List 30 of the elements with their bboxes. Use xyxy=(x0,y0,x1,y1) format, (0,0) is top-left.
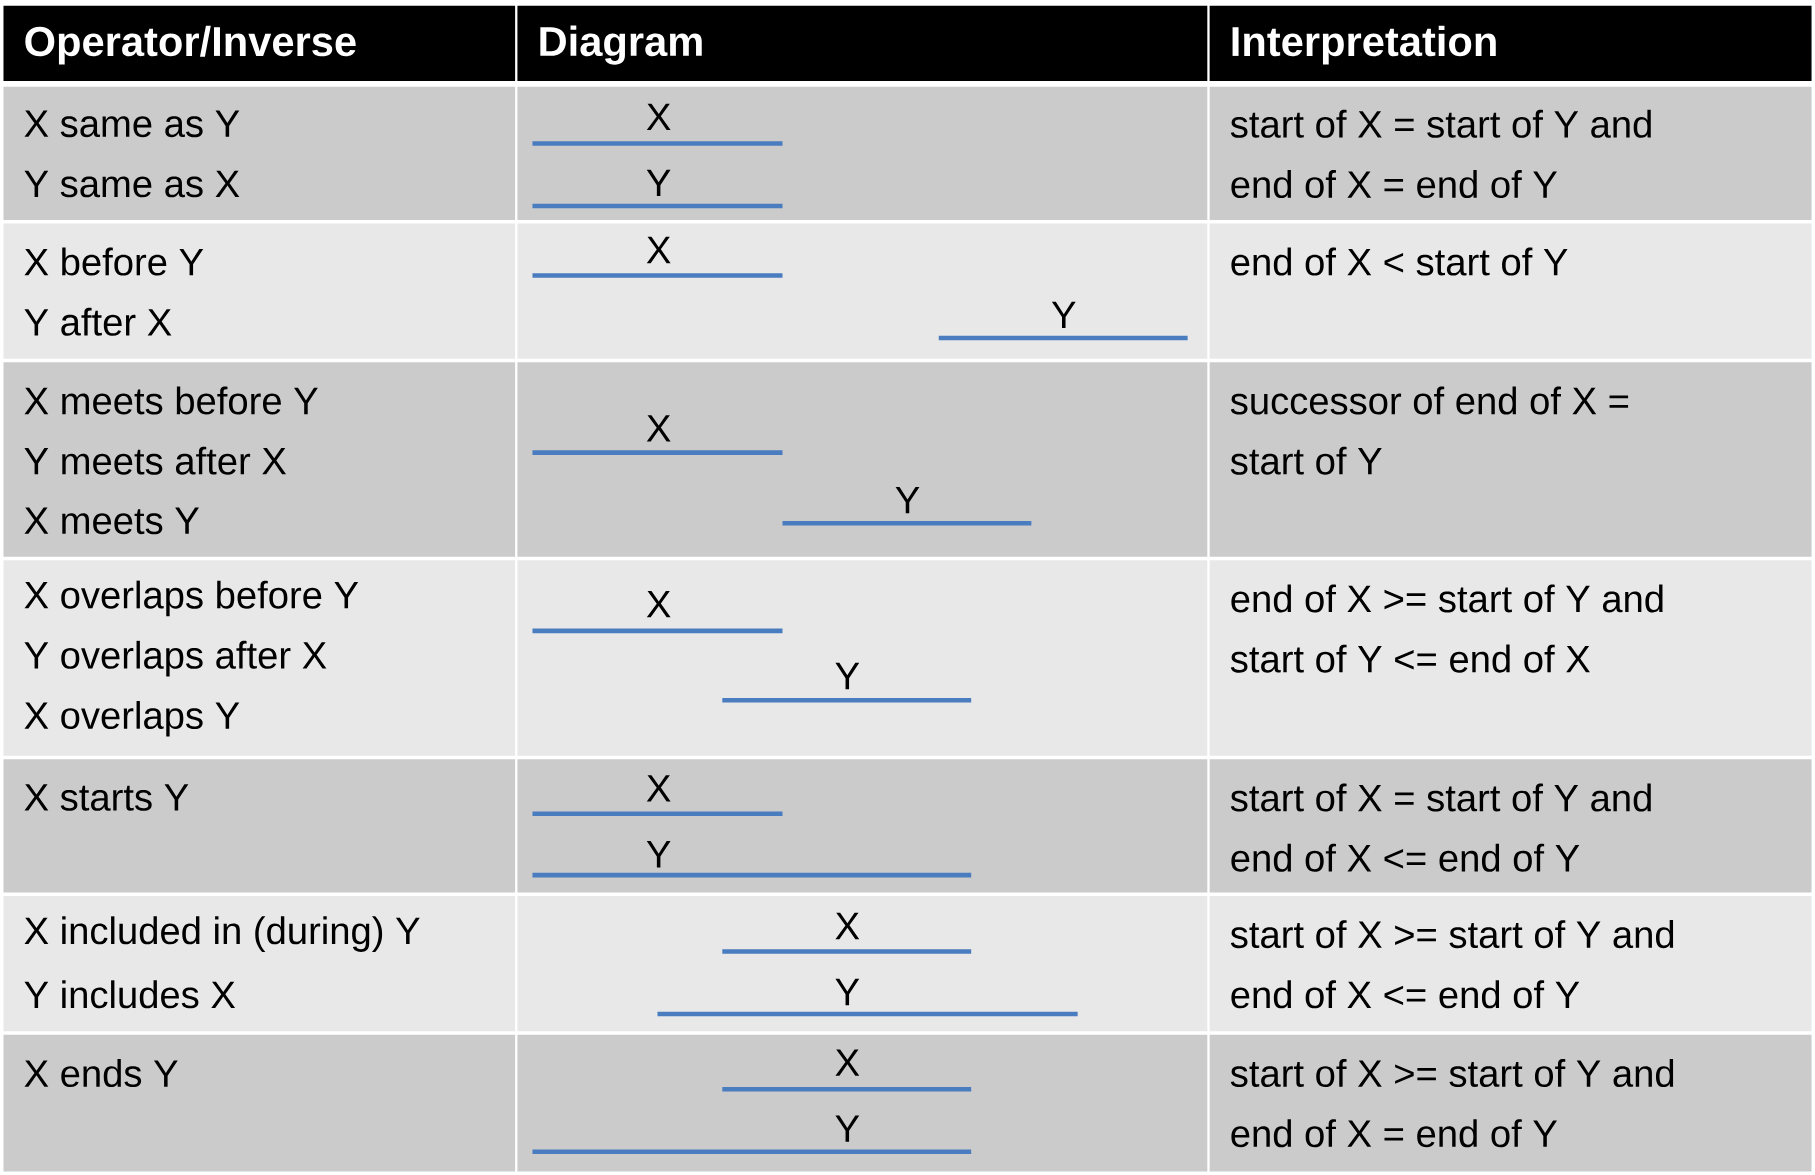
table-cell: X Y xyxy=(517,362,1208,557)
table-cell: end of X >= start of Y and start of Y <= end of X xyxy=(1209,560,1812,756)
label: X xyxy=(646,236,671,264)
table-cell: X meets before Y Y meets after X X meets Y xyxy=(3,362,516,557)
table-cell: end of X < start of Y xyxy=(1209,223,1812,359)
header-cell: Interpretation xyxy=(1209,5,1812,82)
table-cell: X before Y Y after X xyxy=(3,223,516,359)
table-cell: X Y xyxy=(517,1034,1208,1172)
table-cell: X Y xyxy=(517,896,1208,1032)
header-cell: Diagram xyxy=(517,5,1208,82)
table-cell: start of X = start of Y and end of X <= end of Y xyxy=(1209,759,1812,893)
table-cell: X overlaps before Y Y overlaps after X X overlaps Y xyxy=(3,560,516,756)
table-cell: X Y xyxy=(517,759,1208,893)
label: Y xyxy=(835,662,860,690)
table-cell: X Y xyxy=(517,86,1208,220)
table-cell: X Y xyxy=(517,560,1208,756)
table-cell: X ends Y xyxy=(3,1034,516,1172)
table-cell: start of X >= start of Y and end of X <= end of Y xyxy=(1209,896,1812,1032)
label: X xyxy=(646,591,671,618)
header-cell: Operator/Inverse xyxy=(3,5,516,82)
table-cell: X same as Y Y same as X xyxy=(3,86,516,220)
label: Y xyxy=(1051,301,1076,329)
table-cell: X starts Y xyxy=(3,759,516,893)
table-cell: start of X >= start of Y and end of X = end of Y xyxy=(1209,1034,1812,1172)
table-cell: start of X = start of Y and end of X = end of Y xyxy=(1209,86,1812,220)
label: Y xyxy=(895,486,920,514)
table-cell: successor of end of X = start of Y xyxy=(1209,362,1812,557)
label: X xyxy=(646,415,671,442)
table-cell: X included in (during) Y Y includes X xyxy=(3,896,516,1032)
table-cell: X Y xyxy=(517,223,1208,359)
